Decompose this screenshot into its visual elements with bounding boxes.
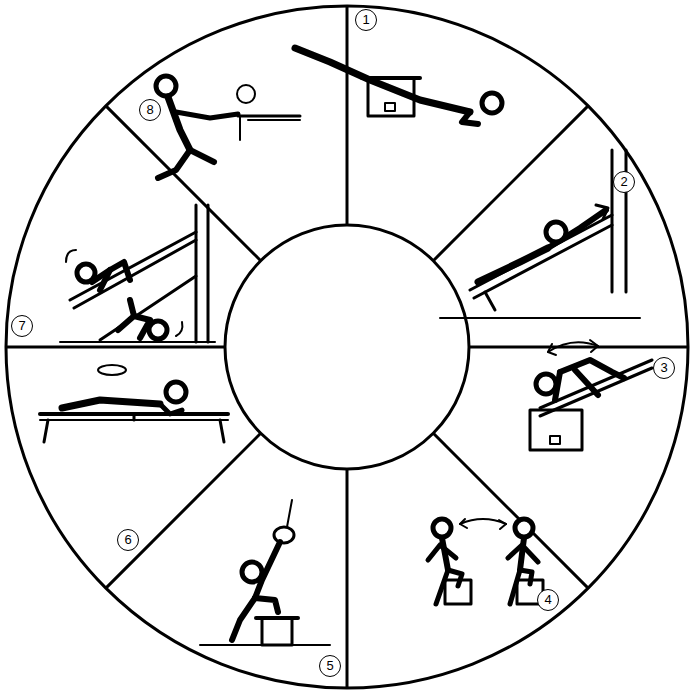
station-number-circle: 6 xyxy=(117,529,139,551)
callout-number: 2 xyxy=(620,174,627,189)
callout-number: 8 xyxy=(146,102,153,117)
station-number-circle: 3 xyxy=(653,357,675,379)
bench-side-jump-figure xyxy=(530,340,652,450)
callout-number: 5 xyxy=(326,658,333,673)
station-number-circle: 5 xyxy=(319,655,341,677)
callout-number: 6 xyxy=(124,532,131,547)
station-number-circle: 2 xyxy=(613,171,635,193)
callout-number: 3 xyxy=(660,360,667,375)
station-number-circle: 1 xyxy=(355,9,377,31)
station-number-circle: 7 xyxy=(11,315,33,337)
wheel-frame xyxy=(6,6,688,688)
box-plank-figure xyxy=(295,48,502,124)
callout-number: 4 xyxy=(544,592,551,607)
table-tennis-figure xyxy=(156,76,300,178)
station-number-circle: 4 xyxy=(537,589,559,611)
incline-roll-figures xyxy=(60,205,215,342)
callout-number: 1 xyxy=(362,12,369,27)
incline-pull-figure xyxy=(440,150,640,318)
bench-roll-figure xyxy=(40,365,228,442)
callout-number: 7 xyxy=(18,318,25,333)
step-up-figures xyxy=(428,519,543,604)
station-number-circle: 8 xyxy=(139,99,161,121)
ring-jump-figure xyxy=(200,500,330,645)
